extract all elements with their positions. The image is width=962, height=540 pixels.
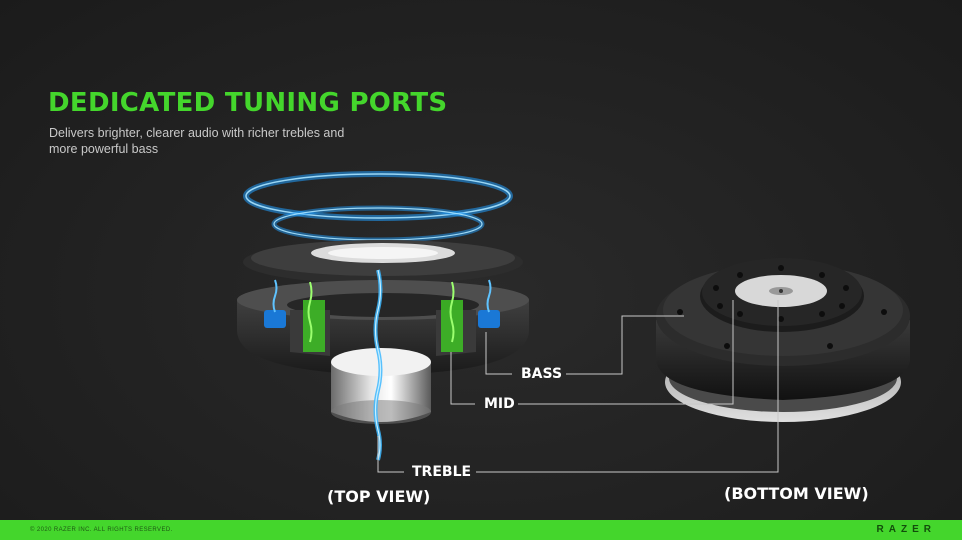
treble-magnet [331, 269, 431, 461]
mid-label: MID [484, 396, 515, 412]
mid-leader-left [450, 352, 475, 405]
bottom-view-caption: (BOTTOM VIEW) [724, 484, 869, 503]
treble-leader-left [377, 436, 404, 473]
bass-leader-left [485, 332, 512, 375]
slide-title: DEDICATED TUNING PORTS [48, 88, 448, 118]
treble-label: TREBLE [412, 464, 472, 480]
callout-leader-lines [377, 300, 779, 473]
bottom-view-holes [677, 265, 887, 349]
footer-bar: © 2020 RAZER INC. ALL RIGHTS RESERVED. R… [0, 520, 962, 540]
treble-leader-right [476, 300, 779, 473]
slide-subtitle: Delivers brighter, clearer audio with ri… [49, 126, 345, 156]
razer-logo: RAZER [876, 524, 936, 535]
treble-glow-rings [243, 171, 513, 243]
mid-leader-right [518, 300, 734, 405]
bottom-view-driver [656, 258, 910, 422]
diaphragm [243, 240, 523, 284]
top-view-caption: (TOP VIEW) [327, 487, 431, 506]
bass-leader-right [566, 315, 684, 375]
bass-label: BASS [521, 366, 563, 382]
driver-housing [237, 279, 529, 375]
copyright-text: © 2020 RAZER INC. ALL RIGHTS RESERVED. [30, 527, 173, 533]
